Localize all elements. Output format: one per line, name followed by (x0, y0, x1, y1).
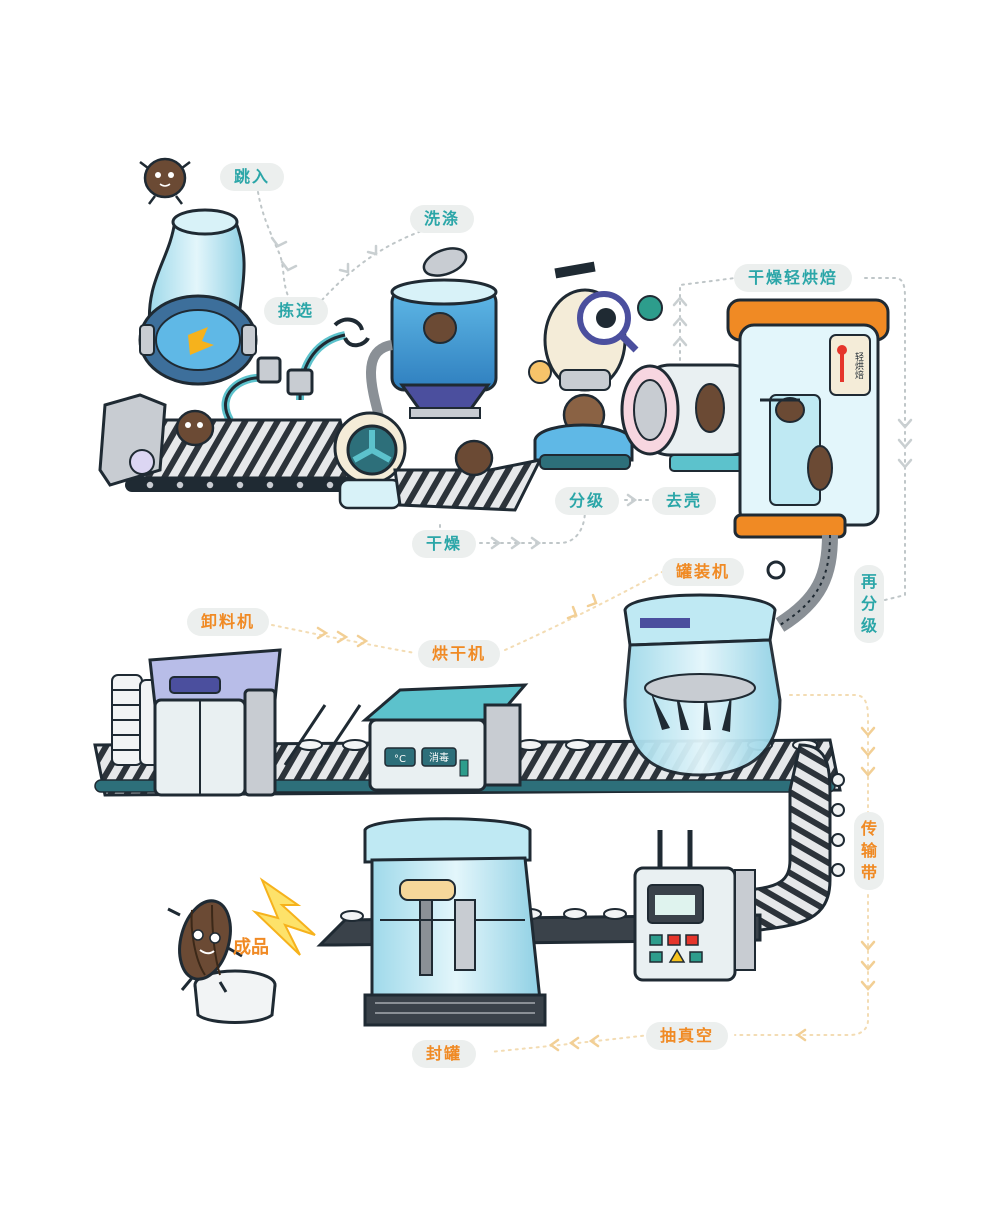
conveyor-belt-incline (393, 439, 543, 512)
sealing-machine (363, 817, 547, 1027)
label-regrading: 再分级 (854, 565, 884, 643)
picking-arms (221, 317, 370, 423)
nut-character-on-belt (175, 409, 215, 447)
label-can-sealing: 封罐 (412, 1040, 477, 1068)
label-canning-machine: 罐装机 (662, 558, 745, 586)
label-jump-in: 跳入 (220, 163, 285, 191)
washing-tank (390, 247, 498, 419)
label-grading: 分级 (555, 487, 620, 515)
guide-rails (283, 704, 362, 766)
label-washing: 洗涤 (410, 205, 475, 233)
label-finished-product: 成品 (233, 937, 269, 958)
conveyor-belt-vertical (742, 743, 845, 932)
washing-hose (366, 340, 394, 422)
slide-tube (138, 208, 258, 386)
canning-machine (623, 593, 782, 777)
arrow-heads (270, 236, 913, 550)
temperature-display: °C (394, 754, 406, 765)
label-unloading-machine: 卸料机 (187, 608, 270, 636)
label-conveyor-belt: 传输带 (854, 812, 884, 890)
arrow-heads-orange (316, 593, 876, 1052)
label-drying-machine: 烘干机 (418, 640, 501, 668)
roasting-oven: 轻烘焙 (726, 298, 890, 539)
vacuum-control-box (633, 830, 756, 982)
oven-label: 轻烘焙 (853, 351, 864, 380)
sterilizing-dryer: °C 消毒 (360, 683, 529, 792)
label-drying-light-roasting: 干燥轻烘焙 (734, 264, 853, 292)
fan-dryer (333, 411, 407, 510)
flow-arrows (257, 191, 906, 1053)
nut-character-jumping (139, 157, 191, 205)
sparkle-burst (251, 877, 316, 956)
label-shelling: 去壳 (652, 487, 717, 515)
label-vacuuming: 抽真空 (646, 1022, 729, 1050)
sterilize-display: 消毒 (429, 751, 449, 764)
label-drying: 干燥 (412, 530, 477, 558)
hose-clamp (766, 560, 786, 580)
unloading-machine (148, 648, 282, 797)
grading-robot (528, 261, 663, 470)
label-sorting: 拣选 (264, 297, 329, 325)
transfer-hose (775, 534, 838, 632)
finished-product (167, 899, 277, 1024)
